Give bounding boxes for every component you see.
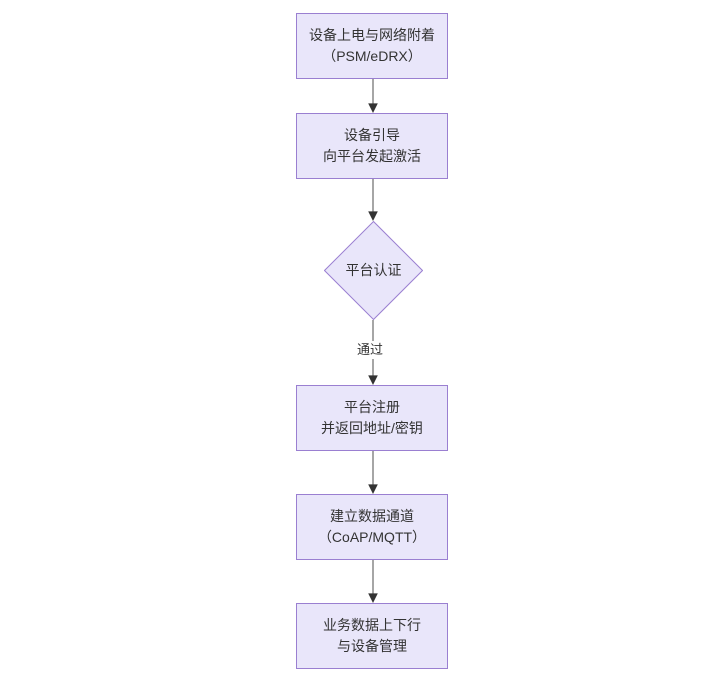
node-business-data-line1: 业务数据上下行 (323, 617, 421, 633)
node-power-on-line2: （PSM/eDRX） (322, 48, 422, 64)
node-data-channel-line1: 建立数据通道 (330, 508, 414, 524)
node-business-data-line2: 与设备管理 (337, 638, 407, 654)
node-platform-auth-label: 平台认证 (345, 262, 402, 278)
node-platform-register-line2: 并返回地址/密钥 (321, 420, 423, 436)
node-bootstrap-line1: 设备引导 (344, 127, 400, 143)
edge-bootstrap-to-platform-auth (368, 179, 378, 221)
node-platform-register[interactable]: 平台注册 并返回地址/密钥 (296, 385, 448, 451)
edge-platform-register-to-data-channel (368, 451, 378, 494)
edge-label-pass: 通过 (355, 341, 386, 359)
node-power-on-line1: 设备上电与网络附着 (309, 27, 435, 43)
edge-data-channel-to-business-data (368, 560, 378, 603)
node-business-data[interactable]: 业务数据上下行 与设备管理 (296, 603, 448, 669)
node-bootstrap-line2: 向平台发起激活 (323, 148, 421, 164)
diamond-shape (324, 221, 423, 320)
node-data-channel[interactable]: 建立数据通道 （CoAP/MQTT） (296, 494, 448, 560)
node-platform-register-line1: 平台注册 (344, 399, 400, 415)
edge-power-on-to-bootstrap (368, 79, 378, 113)
node-power-on[interactable]: 设备上电与网络附着 （PSM/eDRX） (296, 13, 448, 79)
node-data-channel-line2: （CoAP/MQTT） (317, 529, 427, 545)
node-platform-auth[interactable]: 平台认证 (324, 221, 423, 320)
node-bootstrap[interactable]: 设备引导 向平台发起激活 (296, 113, 448, 179)
